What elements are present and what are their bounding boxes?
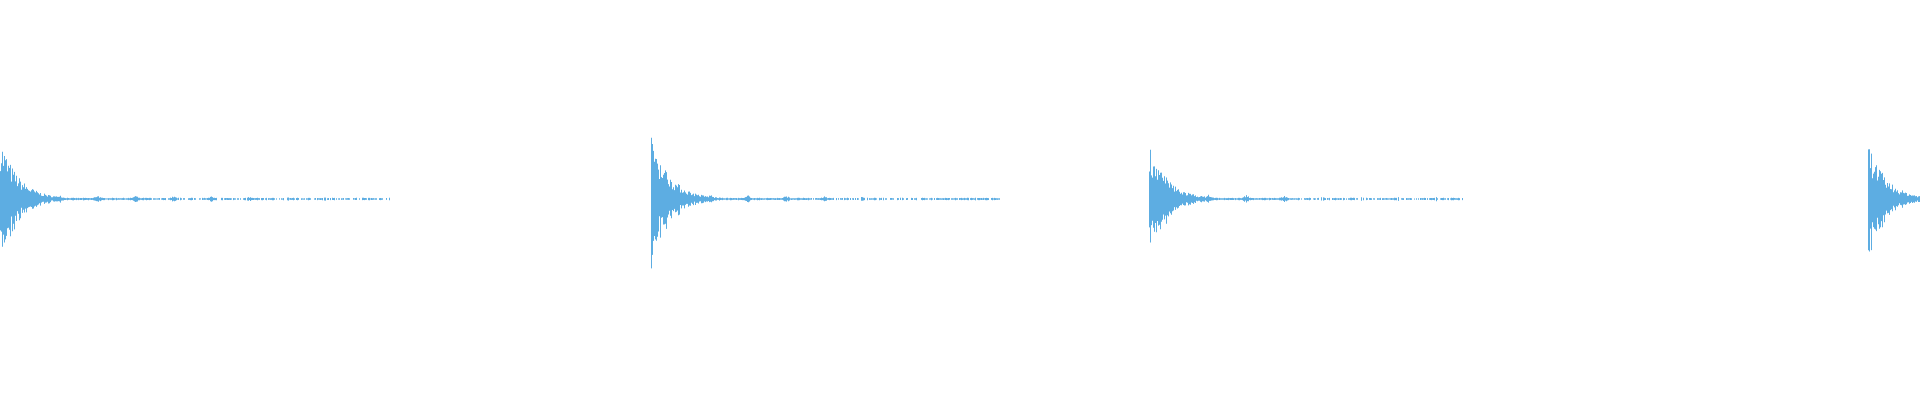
waveform-burst-4 (1868, 149, 1920, 252)
waveform-burst-path (0, 151, 390, 247)
waveform-burst-path (651, 137, 1000, 269)
waveform-burst-1 (0, 151, 390, 247)
waveform-burst-2 (651, 137, 1000, 269)
waveform-burst-path (1149, 149, 1463, 243)
waveform-burst-3 (1149, 149, 1463, 243)
waveform-burst-path (1868, 149, 1920, 252)
